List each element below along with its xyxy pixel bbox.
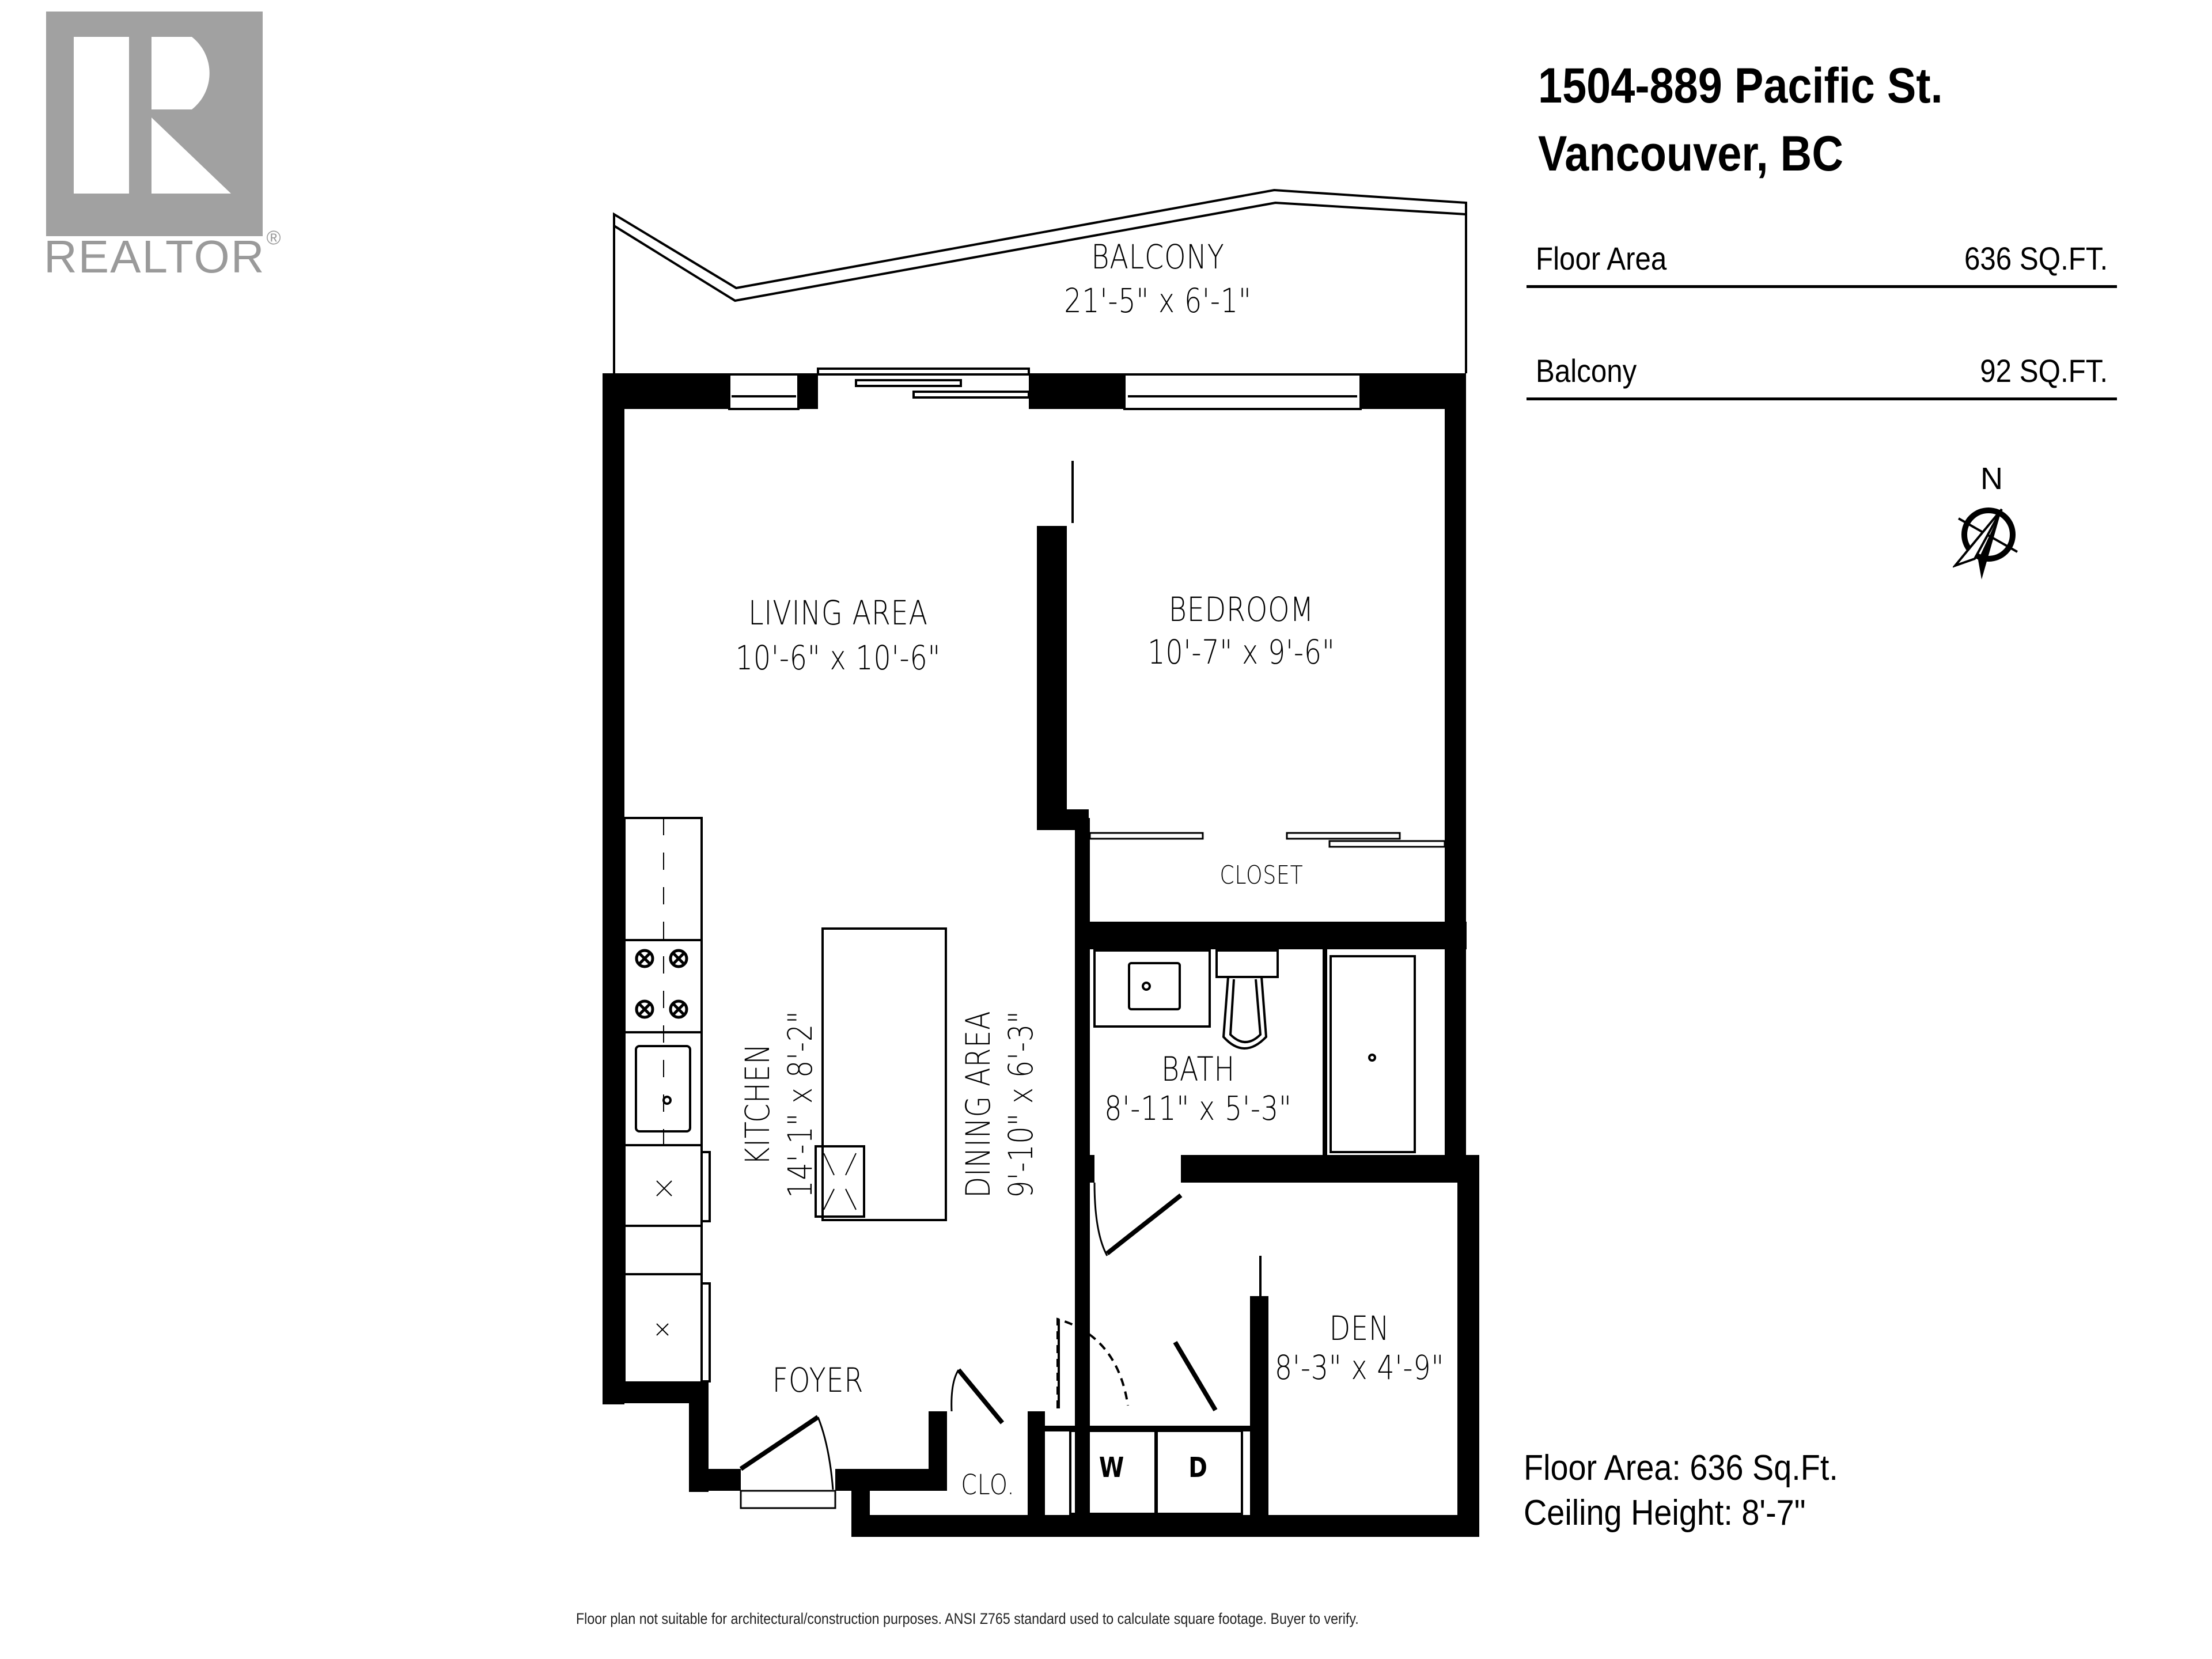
clo-door bbox=[950, 1368, 1005, 1425]
room-label-closet: CLOSET bbox=[1204, 861, 1319, 890]
kitchen-counter bbox=[623, 817, 711, 1384]
room-dims: 10'-7" x 9'-6" bbox=[1147, 632, 1335, 672]
stove-burners-icon bbox=[635, 949, 688, 1019]
room-label-bedroom: BEDROOM 10'-7" x 9'-6" bbox=[1112, 590, 1371, 672]
laundry bbox=[1045, 1317, 1250, 1515]
stat-value: 636 SQ.FT. bbox=[1964, 240, 2108, 276]
registered-mark: ® bbox=[266, 227, 282, 249]
address-line-2: Vancouver, BC bbox=[1538, 126, 1843, 181]
stat-row-balcony: Balcony 92 SQ.FT. bbox=[1527, 340, 2117, 400]
room-name: BATH bbox=[1161, 1050, 1236, 1089]
plan-summary: Floor Area: 636 Sq.Ft. Ceiling Height: 8… bbox=[1524, 1446, 1838, 1536]
bath-fixtures bbox=[1093, 949, 1416, 1156]
room-name: FOYER bbox=[772, 1361, 864, 1400]
north-compass: N bbox=[1953, 461, 2022, 588]
kitchen-island bbox=[815, 927, 947, 1221]
appliance-label-dryer: D bbox=[1169, 1452, 1227, 1484]
north-arrow-icon bbox=[1953, 507, 2018, 579]
room-dims: 8'-3" x 4'-9" bbox=[1274, 1348, 1445, 1387]
balcony-outline bbox=[613, 188, 1467, 373]
room-label-clo: CLO. bbox=[950, 1469, 1025, 1501]
room-label-foyer: FOYER bbox=[749, 1361, 887, 1400]
room-dims: 21'-5" x 6'-1" bbox=[1064, 281, 1252, 320]
room-dims: 10'-6" x 10'-6" bbox=[735, 638, 941, 677]
room-label-den: DEN 8'-3" x 4'-9" bbox=[1256, 1309, 1463, 1387]
appliance-label-washer: W bbox=[1083, 1452, 1141, 1484]
stat-label: Floor Area bbox=[1536, 240, 1667, 276]
exterior-walls bbox=[603, 373, 1479, 1537]
bath-door bbox=[1093, 1182, 1183, 1256]
appliance-marks bbox=[656, 1180, 672, 1336]
property-address: 1504-889 Pacific St. Vancouver, BC bbox=[1538, 52, 1943, 188]
room-label-kitchen: KITCHEN 14'-1" x 8'-2" bbox=[738, 972, 820, 1237]
windows bbox=[728, 368, 1362, 410]
room-dims: 14'-1" x 8'-2" bbox=[781, 1010, 820, 1198]
closet-sliders bbox=[1089, 832, 1446, 848]
disclaimer: Floor plan not suitable for architectura… bbox=[576, 1610, 1359, 1627]
room-label-dining: DINING AREA 9'-10" x 6'-3" bbox=[959, 955, 1040, 1254]
room-label-bath: BATH 8'-11" x 5'-3" bbox=[1083, 1050, 1313, 1128]
room-name: DEN bbox=[1329, 1309, 1390, 1348]
room-label-living: LIVING AREA 10'-6" x 10'-6" bbox=[709, 593, 968, 677]
room-name: LIVING AREA bbox=[748, 593, 928, 632]
north-label: N bbox=[1980, 461, 2003, 496]
logo-bar-left bbox=[74, 37, 129, 194]
room-name: CLO. bbox=[961, 1469, 1015, 1501]
realtor-wordmark: REALTOR® bbox=[44, 227, 282, 283]
entry-door bbox=[739, 1415, 836, 1509]
room-name: BEDROOM bbox=[1168, 590, 1315, 629]
address-line-1: 1504-889 Pacific St. bbox=[1538, 58, 1943, 113]
realtor-logo bbox=[46, 12, 263, 236]
logo-text: REALTOR bbox=[44, 231, 266, 282]
room-dims: 9'-10" x 6'-3" bbox=[1001, 1010, 1040, 1198]
logo-r-shape bbox=[151, 37, 231, 194]
room-name: CLOSET bbox=[1219, 861, 1304, 890]
stat-value: 92 SQ.FT. bbox=[1980, 353, 2108, 389]
room-dims: 8'-11" x 5'-3" bbox=[1104, 1089, 1292, 1128]
room-name: BALCONY bbox=[1091, 237, 1225, 276]
dryer-label: D bbox=[1188, 1452, 1208, 1484]
summary-ceiling-height: Ceiling Height: 8'-7" bbox=[1524, 1493, 1806, 1533]
room-label-balcony: BALCONY 21'-5" x 6'-1" bbox=[1043, 237, 1273, 320]
room-name: KITCHEN bbox=[738, 1043, 777, 1165]
summary-floor-area: Floor Area: 636 Sq.Ft. bbox=[1524, 1448, 1838, 1488]
interior-walls bbox=[1028, 526, 1479, 1527]
washer-label: W bbox=[1099, 1452, 1125, 1484]
stat-label: Balcony bbox=[1536, 353, 1637, 389]
stat-row-floor-area: Floor Area 636 SQ.FT. bbox=[1527, 228, 2117, 288]
room-name: DINING AREA bbox=[959, 1010, 998, 1198]
